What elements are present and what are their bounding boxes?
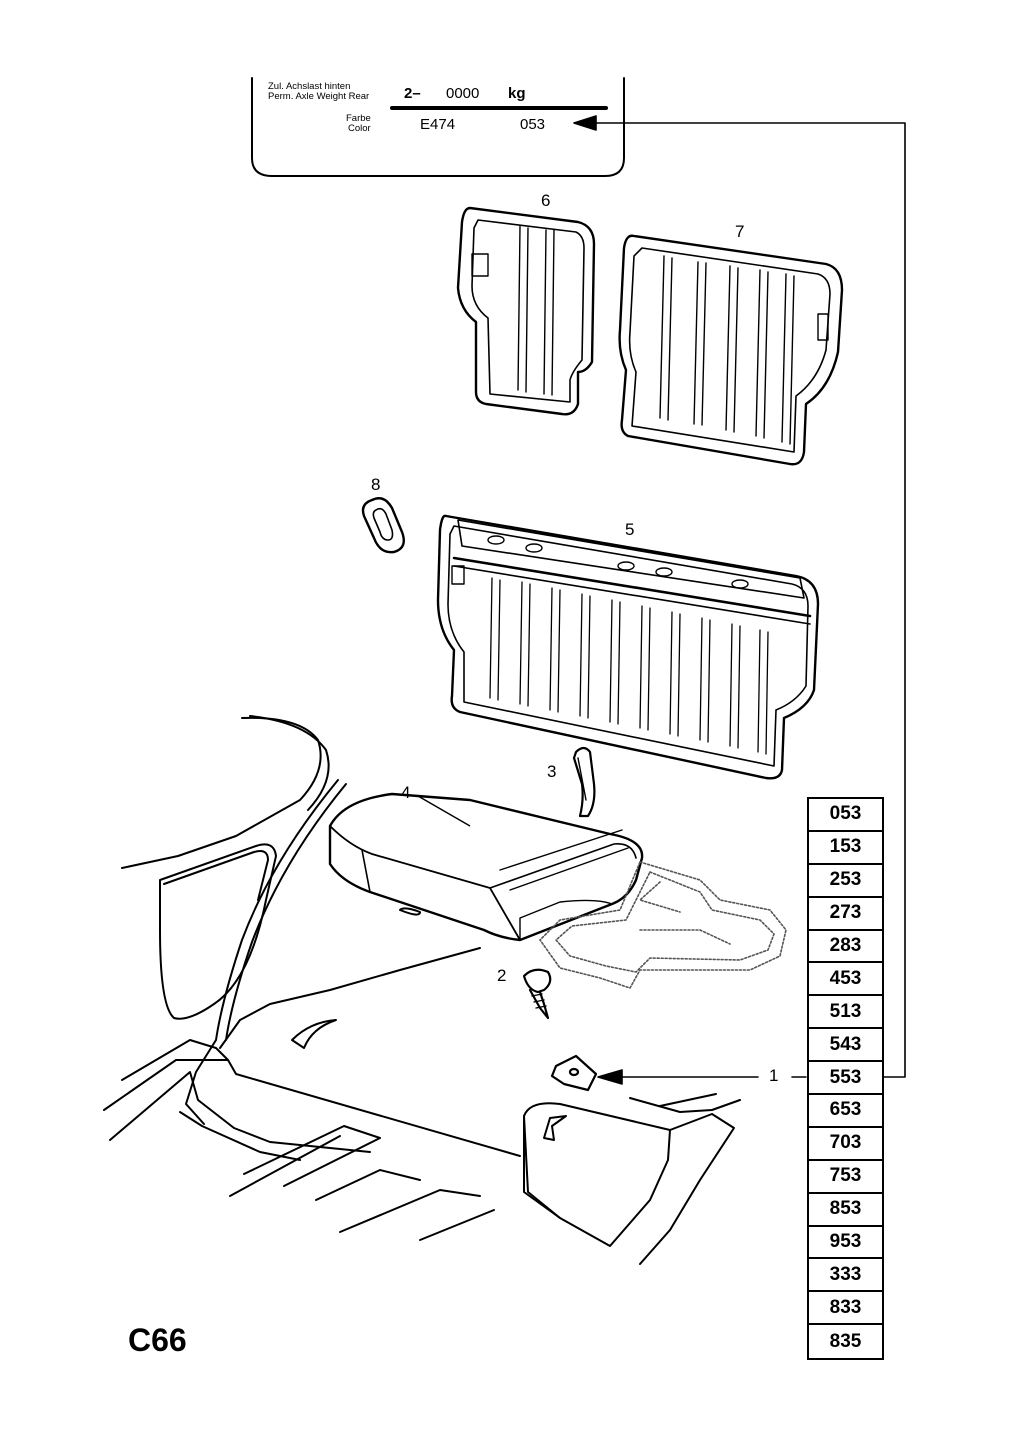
plate-weight-value: 0000 <box>446 85 480 102</box>
callout-4[interactable]: 4 <box>401 783 411 802</box>
code-cell[interactable]: 253 <box>809 865 882 898</box>
code-cell[interactable]: 835 <box>829 1330 862 1352</box>
part-8-grommet <box>361 497 405 554</box>
code-cell[interactable]: 553 <box>809 1062 882 1096</box>
id-plate-outline <box>251 77 625 177</box>
part-1-bracket <box>550 1054 598 1092</box>
code-cell[interactable]: 283 <box>809 931 882 964</box>
code-cell[interactable]: 513 <box>809 996 882 1030</box>
dotted-seat-frame <box>539 861 787 989</box>
leader-line-part-1 <box>597 1069 807 1085</box>
callout-8[interactable]: 8 <box>371 475 381 494</box>
code-cell[interactable]: 053 <box>809 799 882 832</box>
code-cell[interactable]: 453 <box>809 963 882 997</box>
plate-color-label-en: Color <box>348 123 371 134</box>
plate-label-en: Perm. Axle Weight Rear <box>268 91 370 102</box>
plate-label-de: Zul. Achslast hinten <box>268 81 351 92</box>
page-code: C66 <box>128 1322 187 1358</box>
code-cell[interactable]: 273 <box>809 898 882 931</box>
car-body-outline <box>103 715 741 1265</box>
code-cell[interactable]: 653 <box>809 1095 882 1128</box>
code-cell[interactable]: 153 <box>809 832 882 865</box>
code-cell[interactable]: 953 <box>809 1227 882 1260</box>
plate-weight-prefix: 2– <box>404 85 421 102</box>
plate-weight-unit: kg <box>508 85 526 102</box>
code-cell[interactable]: 543 <box>809 1029 882 1063</box>
callout-5[interactable]: 5 <box>625 520 635 539</box>
plate-color-label-de: Farbe <box>346 113 371 124</box>
code-cell[interactable]: 333 <box>809 1259 882 1293</box>
callout-3[interactable]: 3 <box>547 762 557 781</box>
code-cell[interactable]: 753 <box>809 1161 882 1194</box>
callout-7[interactable]: 7 <box>735 222 745 241</box>
part-5-backrest-full <box>436 514 820 780</box>
part-3-strap <box>572 746 596 818</box>
callout-6[interactable]: 6 <box>541 191 551 210</box>
leader-line-plate <box>573 115 906 1078</box>
code-table: 053 153 253 273 283 453 513 543 553 653 … <box>807 797 884 1361</box>
callout-2[interactable]: 2 <box>497 966 507 985</box>
code-cell[interactable]: 703 <box>809 1128 882 1161</box>
part-6-backrest-small <box>456 206 596 416</box>
part-7-backrest-large <box>618 234 844 466</box>
part-2-screw <box>522 968 552 1020</box>
code-cell[interactable]: 833 <box>809 1292 882 1326</box>
code-cell[interactable]: 853 <box>809 1194 882 1227</box>
plate-color-number: 053 <box>520 116 546 133</box>
callout-1[interactable]: 1 <box>769 1066 779 1085</box>
plate-color-code: E474 <box>420 116 456 133</box>
